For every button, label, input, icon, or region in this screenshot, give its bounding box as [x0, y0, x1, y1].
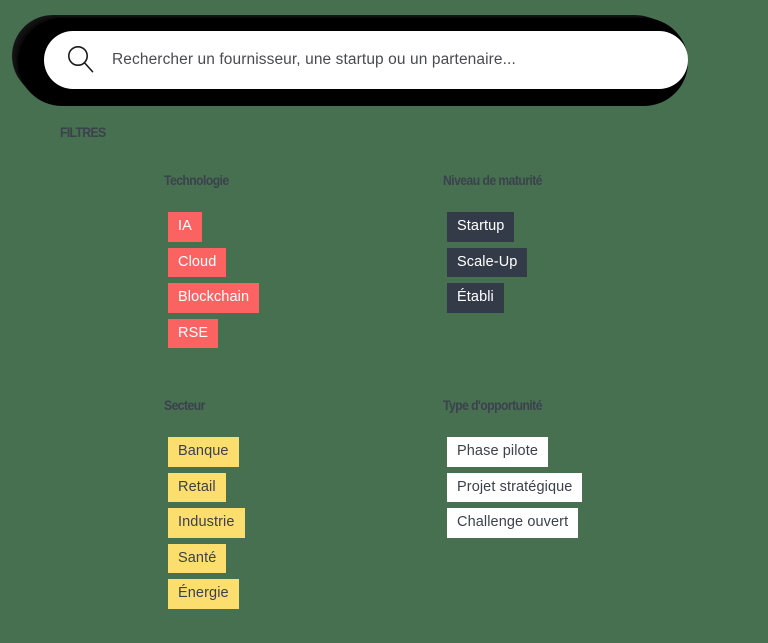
- search-field[interactable]: Rechercher un fournisseur, une startup o…: [44, 31, 688, 89]
- filter-tag[interactable]: Blockchain: [168, 283, 260, 313]
- filter-tag[interactable]: Projet stratégique: [447, 472, 583, 502]
- filter-tag[interactable]: RSE: [168, 318, 219, 348]
- filter-tag[interactable]: Santé: [168, 543, 227, 573]
- filter-group-heading: Niveau de maturité: [443, 173, 543, 188]
- tag-list-technologie: IA Cloud Blockchain RSE: [168, 212, 260, 348]
- filter-group-maturite: Niveau de maturité Startup Scale-Up Étab…: [443, 173, 553, 313]
- search-input[interactable]: Rechercher un fournisseur, une startup o…: [112, 51, 516, 68]
- filter-tag[interactable]: Banque: [168, 437, 239, 467]
- filter-group-heading: Type d'opportunité: [443, 398, 542, 413]
- filter-tag[interactable]: Challenge ouvert: [447, 508, 579, 538]
- search-bar[interactable]: Rechercher un fournisseur, une startup o…: [18, 18, 688, 106]
- filter-group-opportunite: Type d'opportunité Phase pilote Projet s…: [443, 398, 583, 538]
- filter-tag[interactable]: Énergie: [168, 579, 239, 609]
- tag-list-secteur: Banque Retail Industrie Santé Énergie: [168, 437, 245, 609]
- filter-tag[interactable]: Retail: [168, 472, 226, 502]
- filter-group-secteur: Secteur Banque Retail Industrie Santé Én…: [164, 398, 245, 609]
- filter-tag[interactable]: Phase pilote: [447, 437, 549, 467]
- filter-tag[interactable]: Startup: [447, 212, 515, 242]
- search-icon: [68, 46, 94, 73]
- filter-tag[interactable]: Scale-Up: [447, 247, 528, 277]
- filter-tag[interactable]: Industrie: [168, 508, 245, 538]
- filter-group-technologie: Technologie IA Cloud Blockchain RSE: [164, 173, 260, 348]
- tag-list-maturite: Startup Scale-Up Établi: [447, 212, 553, 313]
- filters-title: FILTRES: [60, 124, 106, 140]
- filter-tag[interactable]: IA: [168, 212, 202, 242]
- filter-tag[interactable]: Cloud: [168, 247, 227, 277]
- filter-group-heading: Technologie: [164, 173, 229, 188]
- filter-tag[interactable]: Établi: [447, 283, 504, 313]
- tag-list-opportunite: Phase pilote Projet stratégique Challeng…: [447, 437, 583, 538]
- filter-group-heading: Secteur: [164, 398, 205, 413]
